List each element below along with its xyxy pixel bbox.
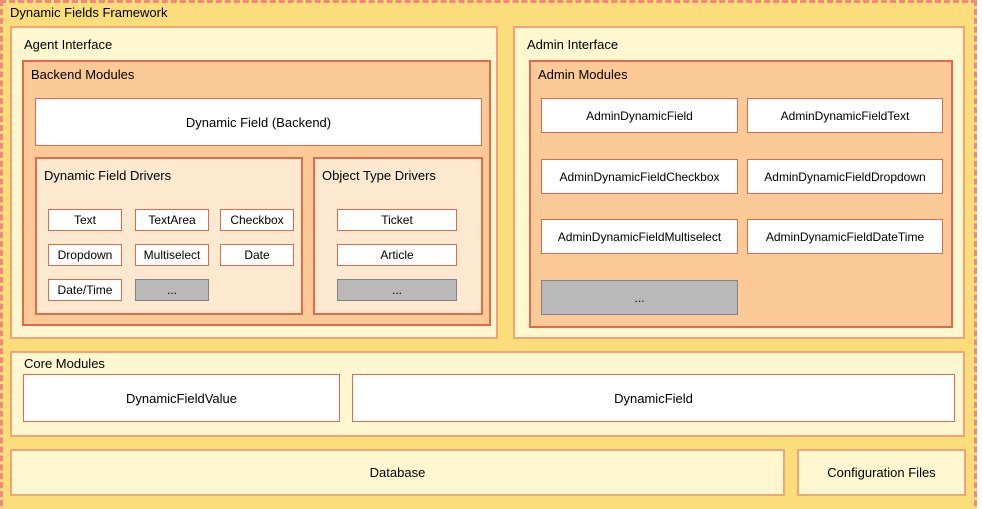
admin-box-dynamicfielddatetime: AdminDynamicFieldDateTime	[747, 219, 943, 254]
object-driver-box-more: ...	[337, 279, 457, 301]
driver-label: Article	[380, 248, 414, 262]
core-box-label: DynamicField	[614, 390, 693, 406]
driver-box-datetime: Date/Time	[48, 279, 122, 301]
driver-label: TextArea	[148, 213, 196, 227]
admin-box-dynamicfielddropdown: AdminDynamicFieldDropdown	[747, 159, 943, 194]
driver-box-dropdown: Dropdown	[48, 244, 122, 266]
admin-interface-label: Admin Interface	[527, 37, 619, 52]
object-type-drivers-label: Object Type Drivers	[322, 168, 436, 183]
driver-label: Date	[244, 248, 270, 262]
admin-box-label: AdminDynamicFieldText	[780, 108, 910, 123]
driver-box-more: ...	[135, 279, 209, 301]
driver-box-checkbox: Checkbox	[220, 209, 294, 231]
more-label: ...	[166, 283, 177, 297]
admin-box-label: AdminDynamicFieldDateTime	[765, 229, 925, 244]
core-modules-label: Core Modules	[24, 356, 105, 371]
admin-modules-section: Admin Modules AdminDynamicField AdminDyn…	[529, 60, 953, 328]
driver-box-textarea: TextArea	[135, 209, 209, 231]
dynamic-field-backend-box: Dynamic Field (Backend)	[35, 98, 482, 146]
driver-label: Text	[73, 213, 96, 227]
dynamic-field-drivers-label: Dynamic Field Drivers	[44, 168, 172, 183]
core-modules-section: Core Modules DynamicFieldValue DynamicFi…	[10, 351, 965, 437]
configuration-files-box: Configuration Files	[797, 449, 966, 496]
admin-box-more: ...	[541, 280, 738, 315]
driver-box-text: Text	[48, 209, 122, 231]
object-driver-box-article: Article	[337, 244, 457, 266]
configuration-files-label: Configuration Files	[827, 465, 936, 480]
core-box-dynamicfieldvalue: DynamicFieldValue	[23, 374, 340, 422]
admin-box-label: AdminDynamicFieldMultiselect	[557, 229, 722, 244]
object-driver-box-ticket: Ticket	[337, 209, 457, 231]
admin-box-dynamicfieldtext: AdminDynamicFieldText	[747, 98, 943, 133]
driver-label: Dropdown	[57, 248, 113, 262]
more-label: ...	[634, 290, 645, 305]
admin-box-dynamicfield: AdminDynamicField	[541, 98, 738, 133]
admin-interface-section: Admin Interface Admin Modules AdminDynam…	[513, 26, 965, 339]
dynamic-field-drivers-section: Dynamic Field Drivers Text TextArea Chec…	[35, 157, 303, 315]
agent-interface-section: Agent Interface Backend Modules Dynamic …	[10, 26, 498, 339]
admin-box-dynamicfieldcheckbox: AdminDynamicFieldCheckbox	[541, 159, 738, 194]
agent-interface-label: Agent Interface	[24, 37, 113, 52]
database-label: Database	[369, 465, 426, 480]
admin-box-label: AdminDynamicField	[586, 108, 693, 123]
driver-box-date: Date	[220, 244, 294, 266]
driver-box-multiselect: Multiselect	[135, 244, 209, 266]
driver-label: Checkbox	[230, 213, 284, 227]
object-type-drivers-section: Object Type Drivers Ticket Article ...	[313, 157, 483, 315]
driver-label: Multiselect	[143, 248, 201, 262]
backend-modules-label: Backend Modules	[31, 67, 135, 82]
core-box-label: DynamicFieldValue	[125, 390, 238, 406]
core-box-dynamicfield: DynamicField	[352, 374, 955, 422]
admin-modules-label: Admin Modules	[538, 67, 628, 82]
backend-modules-section: Backend Modules Dynamic Field (Backend) …	[22, 60, 491, 326]
database-box: Database	[10, 449, 785, 496]
admin-box-dynamicfieldmultiselect: AdminDynamicFieldMultiselect	[541, 219, 738, 254]
driver-label: Date/Time	[57, 283, 113, 297]
dynamic-field-backend-label: Dynamic Field (Backend)	[185, 114, 332, 130]
admin-box-label: AdminDynamicFieldCheckbox	[559, 169, 720, 184]
framework-title: Dynamic Fields Framework	[10, 5, 168, 20]
more-label: ...	[391, 283, 402, 297]
driver-label: Ticket	[381, 213, 413, 227]
admin-box-label: AdminDynamicFieldDropdown	[764, 169, 926, 184]
